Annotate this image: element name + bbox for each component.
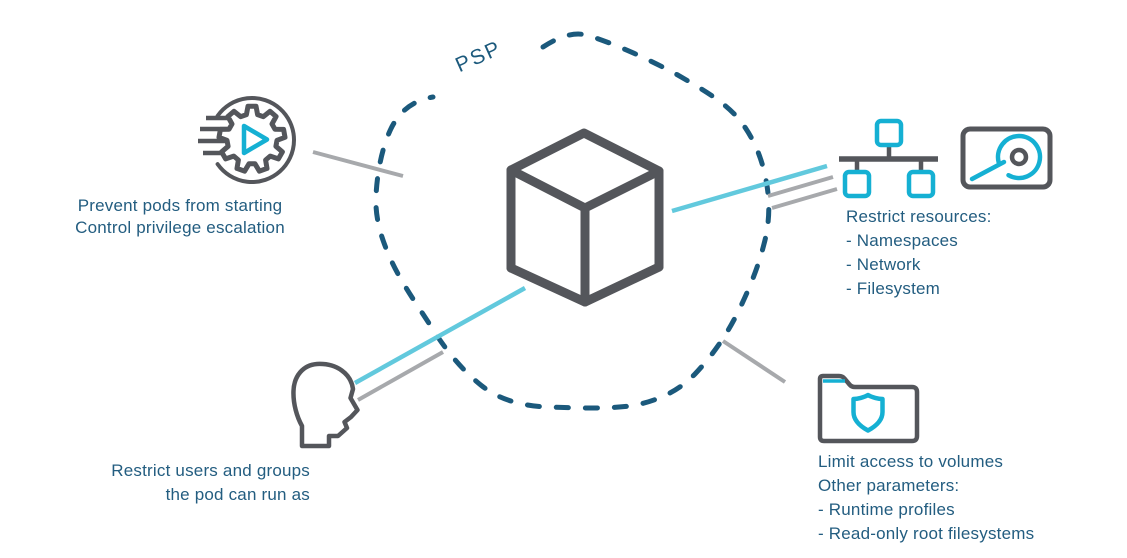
list-item: - Namespaces — [846, 231, 958, 250]
label-line: Other parameters: — [818, 476, 960, 495]
user-head-icon — [291, 361, 360, 449]
label-line: the pod can run as — [165, 485, 310, 504]
gear-run-icon — [198, 96, 296, 184]
shield-icon — [851, 392, 885, 433]
list-item: - Network — [846, 255, 921, 274]
folder-outline — [817, 373, 920, 444]
gear-circle — [215, 96, 296, 184]
connector-cube-to-network — [671, 163, 828, 214]
connector-head-gray — [357, 350, 444, 402]
label-line: Restrict users and groups — [111, 461, 310, 480]
folder-shield-icon — [817, 373, 920, 444]
connector-gear-to-ring — [312, 150, 404, 178]
label-restrict-users: Restrict users and groups the pod can ru… — [60, 459, 310, 507]
psp-dashed-ring — [373, 31, 772, 411]
label-line: Control privilege escalation — [75, 218, 285, 237]
connector-right-gray-1 — [767, 175, 834, 198]
disk-icon — [960, 126, 1053, 190]
connector-ring-to-folder — [721, 339, 787, 384]
connector-head-to-cube — [353, 286, 527, 385]
list-item: - Filesystem — [846, 279, 941, 298]
label-line: Limit access to volumes — [818, 452, 1004, 471]
label-limit-volumes: Limit access to volumes Other parameters… — [818, 450, 1034, 546]
list-item: - Runtime profiles — [818, 500, 955, 519]
gear-outline — [216, 103, 288, 174]
pod-cube-icon — [506, 128, 664, 307]
label-line: Prevent pods from starting — [77, 196, 283, 215]
list-item: - Read-only root filesystems — [818, 524, 1035, 543]
play-icon — [241, 123, 270, 156]
label-prevent-pods: Prevent pods from starting Control privi… — [39, 195, 321, 239]
connector-right-gray-2 — [771, 187, 838, 210]
label-restrict-resources: Restrict resources: - Namespaces - Netwo… — [846, 205, 992, 301]
network-tree-icon — [839, 118, 938, 199]
label-line: Restrict resources: — [846, 207, 992, 226]
